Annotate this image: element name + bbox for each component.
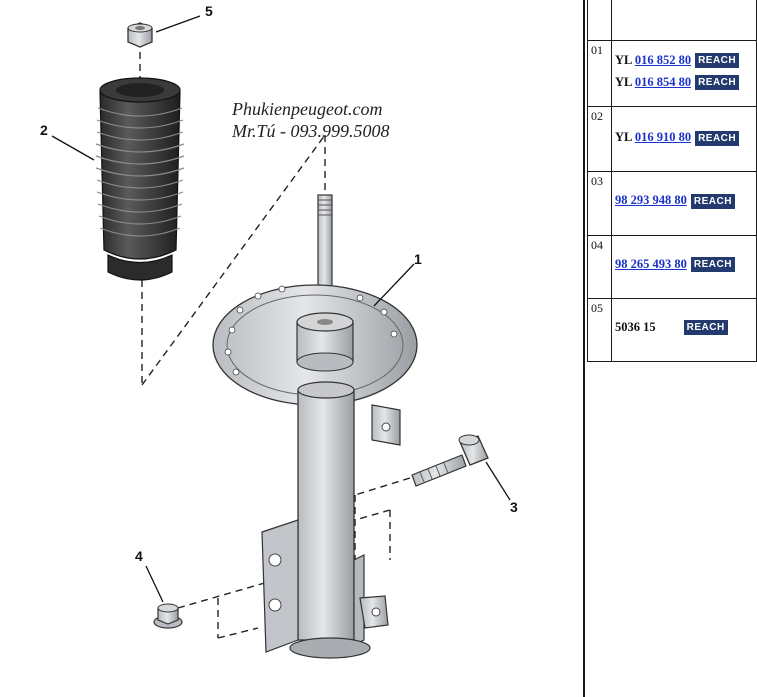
row-index: 04 <box>587 234 612 299</box>
row-index: 01 <box>587 39 612 108</box>
row-refs: 5036 15 REACH <box>611 297 757 363</box>
part-ref-link[interactable]: 016 854 80 <box>634 74 692 89</box>
callout-5: 5 <box>205 3 213 19</box>
row-index: 05 <box>587 297 612 363</box>
callout-3: 3 <box>510 499 518 515</box>
part-3-bolt <box>411 434 489 487</box>
part-ref-link[interactable]: 016 852 80 <box>634 52 692 67</box>
callout-2: 2 <box>40 122 48 138</box>
reach-badge[interactable]: REACH <box>695 75 740 91</box>
reach-badge[interactable]: REACH <box>683 320 728 336</box>
leader-lines <box>51 15 511 603</box>
strut-exploded-diagram: 5 2 1 3 4 Phukienpeugeot.com Mr.Tú - 093… <box>40 3 518 659</box>
part-2-bellows-boot <box>95 77 185 281</box>
callout-4: 4 <box>135 548 143 564</box>
assembly-dashed-lines <box>139 52 411 639</box>
part-ref-link[interactable]: 98 293 948 80 <box>615 193 687 208</box>
ref-prefix: YL <box>615 130 632 145</box>
ref-line: 5036 15 REACH <box>615 316 756 338</box>
header-cell-index <box>587 0 612 41</box>
ref-prefix: YL <box>615 74 632 89</box>
callout-1: 1 <box>414 251 422 267</box>
watermark-site: Phukienpeugeot.com <box>231 99 382 119</box>
reach-badge[interactable]: REACH <box>695 130 740 146</box>
reach-badge[interactable]: REACH <box>690 193 735 209</box>
row-index: 03 <box>587 171 612 236</box>
reach-badge[interactable]: REACH <box>690 257 735 273</box>
part-4-flange-nut <box>153 603 183 629</box>
header-cell-refs <box>611 0 757 41</box>
watermark-contact: Mr.Tú - 093.999.5008 <box>231 121 390 141</box>
part-ref-link[interactable]: 016 910 80 <box>634 130 692 145</box>
part-1-strut <box>212 194 418 659</box>
reach-badge[interactable]: REACH <box>695 53 740 69</box>
part-ref-link[interactable]: 98 265 493 80 <box>615 256 687 271</box>
part-ref-text: 5036 15 <box>615 319 656 334</box>
table-row: 05 5036 15 REACH <box>587 297 757 363</box>
row-index: 02 <box>587 106 612 173</box>
ref-prefix: YL <box>615 52 632 67</box>
panel-divider <box>583 0 585 697</box>
parts-table-header <box>587 0 757 41</box>
part-5-nut <box>127 22 153 48</box>
